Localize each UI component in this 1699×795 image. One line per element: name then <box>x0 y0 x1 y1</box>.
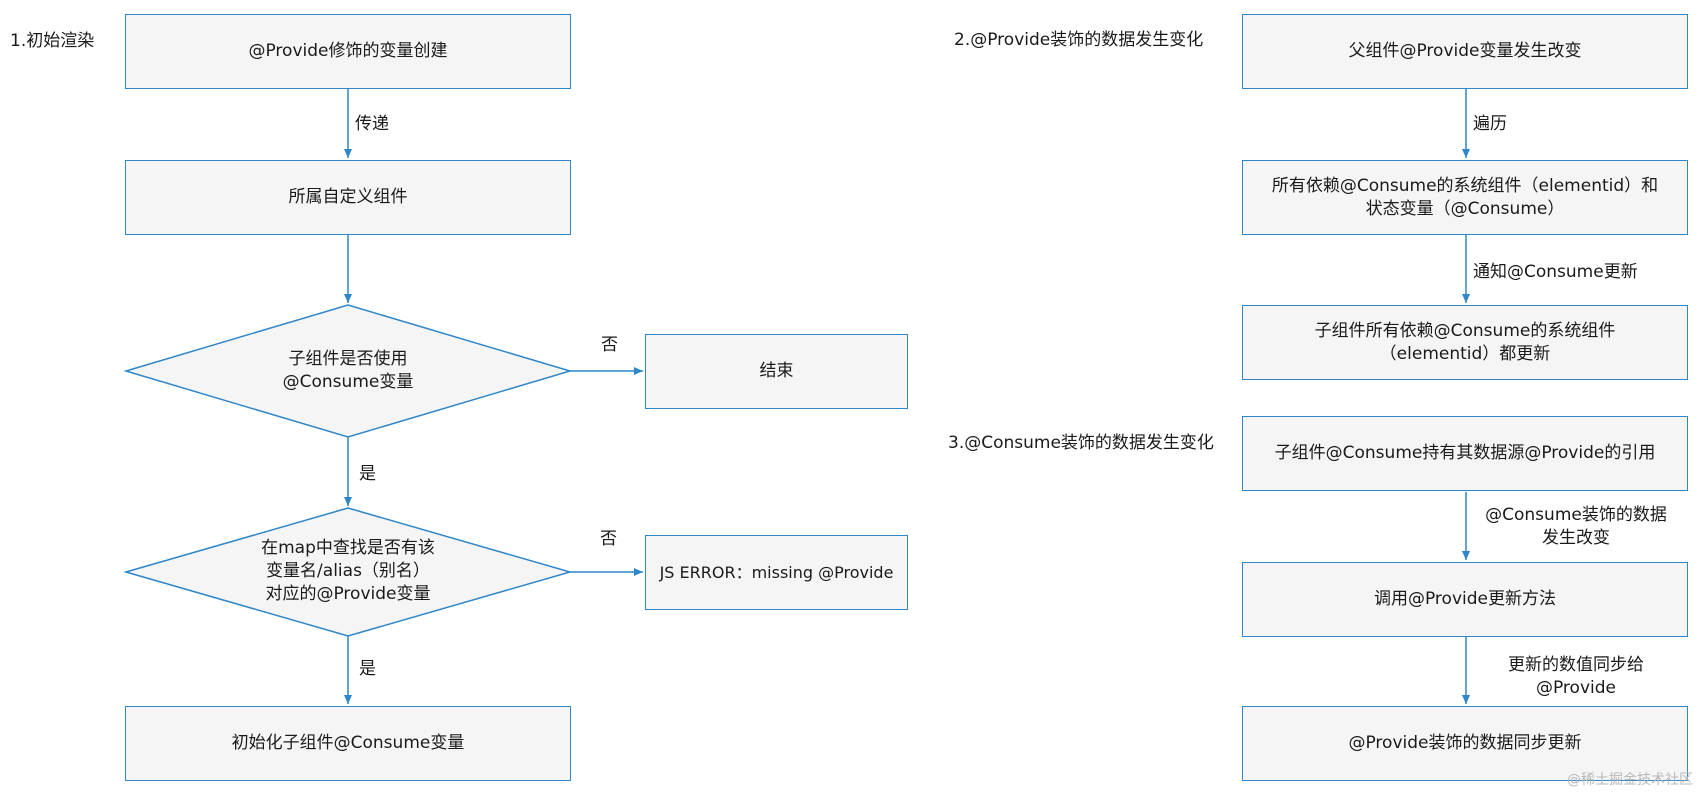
box-provide-create: @Provide修饰的变量创建 <box>125 14 571 89</box>
edge-label-changed: @Consume装饰的数据 发生改变 <box>1476 504 1676 550</box>
child-update-line1: 子组件所有依赖@Consume的系统组件 <box>1314 320 1616 341</box>
edge-label-no2: 否 <box>600 529 617 549</box>
box-parent-change: 父组件@Provide变量发生改变 <box>1242 14 1688 89</box>
box-dependents: 所有依赖@Consume的系统组件（elementid）和 状态变量（@Cons… <box>1242 160 1688 235</box>
decision1-text: 子组件是否使用 @Consume变量 <box>198 348 498 394</box>
decision2-line3: 对应的@Provide变量 <box>265 584 431 604</box>
decision2-line1: 在map中查找是否有该 <box>261 538 435 558</box>
child-update-line2: （elementid）都更新 <box>1379 343 1551 364</box>
edge-label-pass: 传递 <box>355 114 389 134</box>
section3-title: 3.@Consume装饰的数据发生变化 <box>948 433 1214 453</box>
box-sync-done: @Provide装饰的数据同步更新 <box>1242 706 1688 781</box>
box-hold-ref: 子组件@Consume持有其数据源@Provide的引用 <box>1242 416 1688 491</box>
decision2-line2: 变量名/alias（别名） <box>266 561 430 581</box>
box-call-update: 调用@Provide更新方法 <box>1242 562 1688 637</box>
box-child-update: 子组件所有依赖@Consume的系统组件 （elementid）都更新 <box>1242 305 1688 380</box>
decision2-text: 在map中查找是否有该 变量名/alias（别名） 对应的@Provide变量 <box>198 537 498 606</box>
section2-title: 2.@Provide装饰的数据发生变化 <box>954 30 1204 50</box>
edge-changed-line2: 发生改变 <box>1542 528 1610 548</box>
dependents-line1: 所有依赖@Consume的系统组件（elementid）和 <box>1271 175 1659 196</box>
box-error: JS ERROR：missing @Provide <box>645 535 908 610</box>
edge-label-no1: 否 <box>601 335 618 355</box>
edge-changed-line1: @Consume装饰的数据 <box>1485 505 1667 525</box>
edge-label-sync: 更新的数值同步给 @Provide <box>1476 654 1676 700</box>
decision1-line2: @Consume变量 <box>282 372 414 392</box>
watermark: @稀土掘金技术社区 <box>1567 772 1693 788</box>
box-custom-component: 所属自定义组件 <box>125 160 571 235</box>
edge-sync-line2: @Provide <box>1535 678 1616 698</box>
box-end: 结束 <box>645 334 908 409</box>
section1-title: 1.初始渲染 <box>10 31 95 51</box>
box-init-consume: 初始化子组件@Consume变量 <box>125 706 571 781</box>
edge-label-notify: 通知@Consume更新 <box>1473 262 1638 282</box>
edge-label-yes1: 是 <box>359 464 376 484</box>
decision1-line1: 子组件是否使用 <box>288 349 408 369</box>
dependents-line2: 状态变量（@Consume） <box>1365 198 1565 219</box>
edge-label-traverse: 遍历 <box>1473 114 1507 134</box>
edge-label-yes2: 是 <box>359 659 376 679</box>
edge-sync-line1: 更新的数值同步给 <box>1508 655 1644 675</box>
